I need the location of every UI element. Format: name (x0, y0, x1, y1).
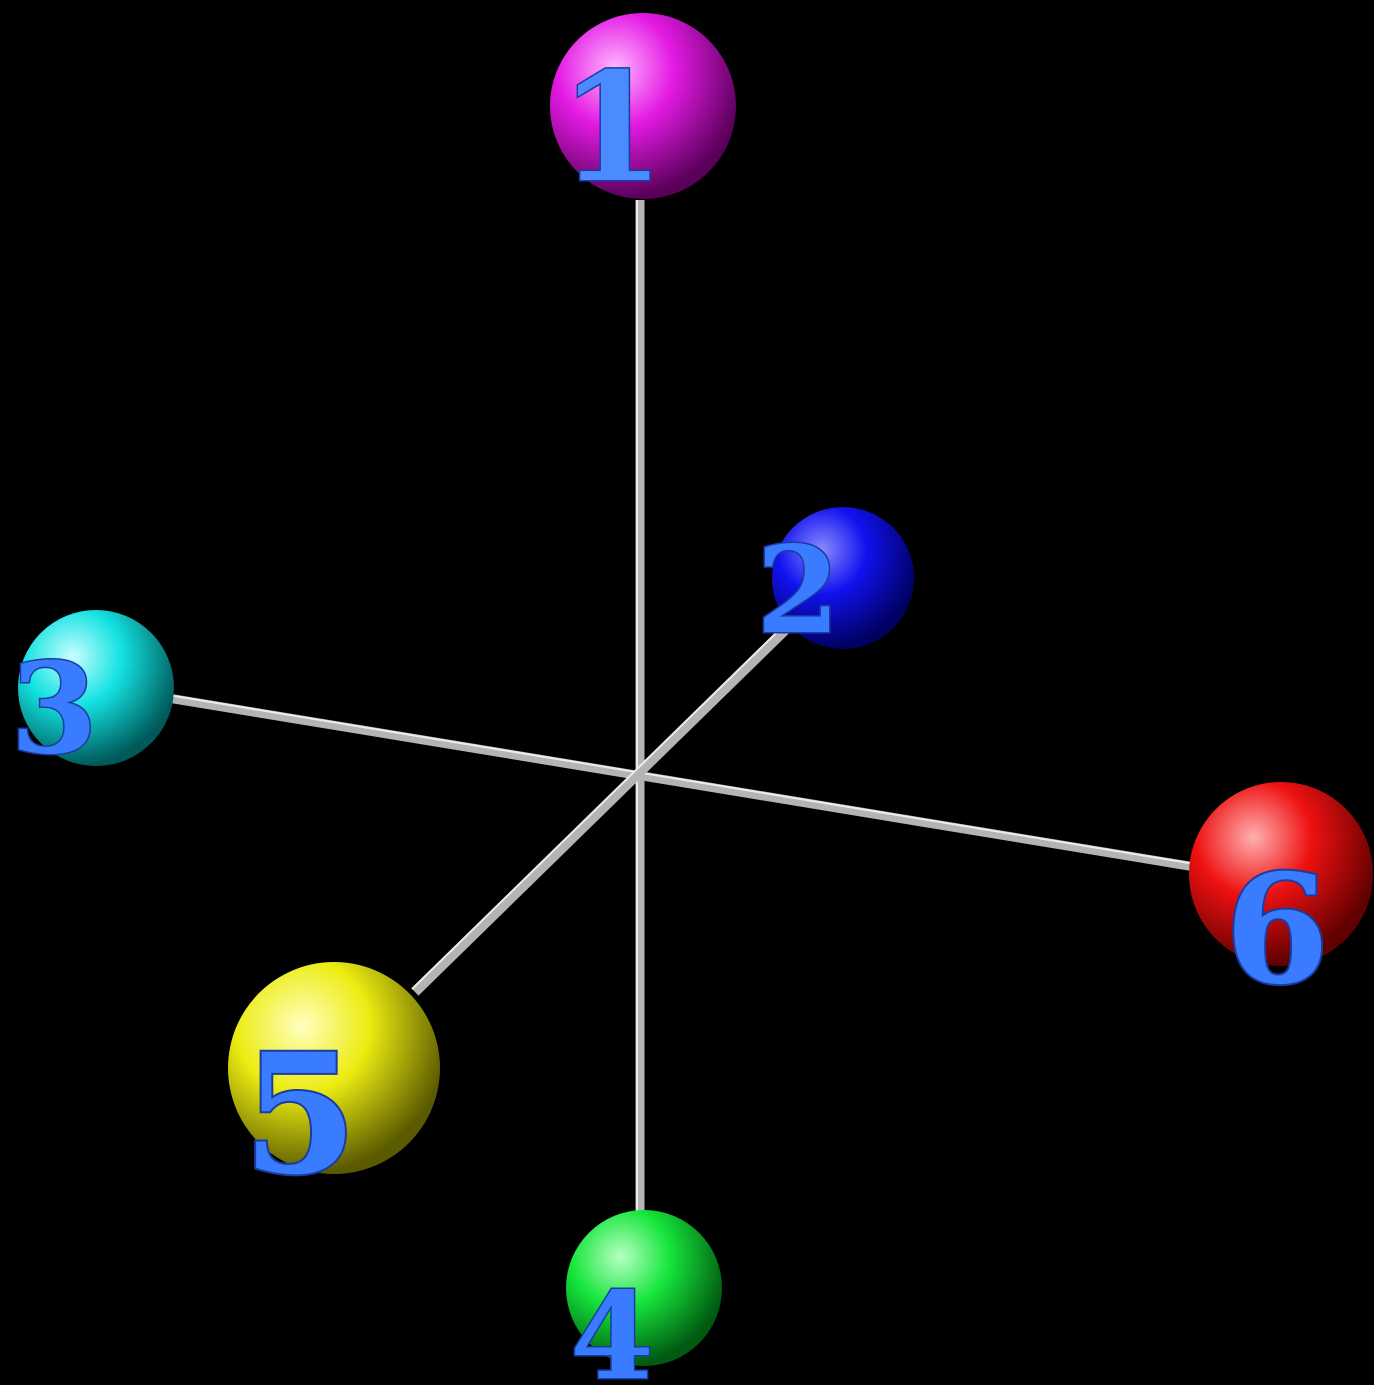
label-5: 5 (243, 1017, 358, 1211)
sphere-2: 2 (756, 507, 914, 661)
rod-horizontal-highlight (168, 695, 1195, 864)
label-1: 1 (560, 40, 664, 216)
sphere-5: 5 (228, 962, 440, 1211)
sphere-3: 3 (11, 610, 174, 782)
label-3: 3 (11, 636, 98, 782)
sphere-1: 1 (550, 13, 736, 216)
label-2: 2 (756, 520, 840, 661)
label-6: 6 (1225, 842, 1329, 1018)
rod-horizontal (168, 698, 1195, 867)
sphere-4: 4 (566, 1210, 722, 1385)
label-4: 4 (570, 1266, 654, 1385)
sphere-6: 6 (1189, 782, 1373, 1018)
